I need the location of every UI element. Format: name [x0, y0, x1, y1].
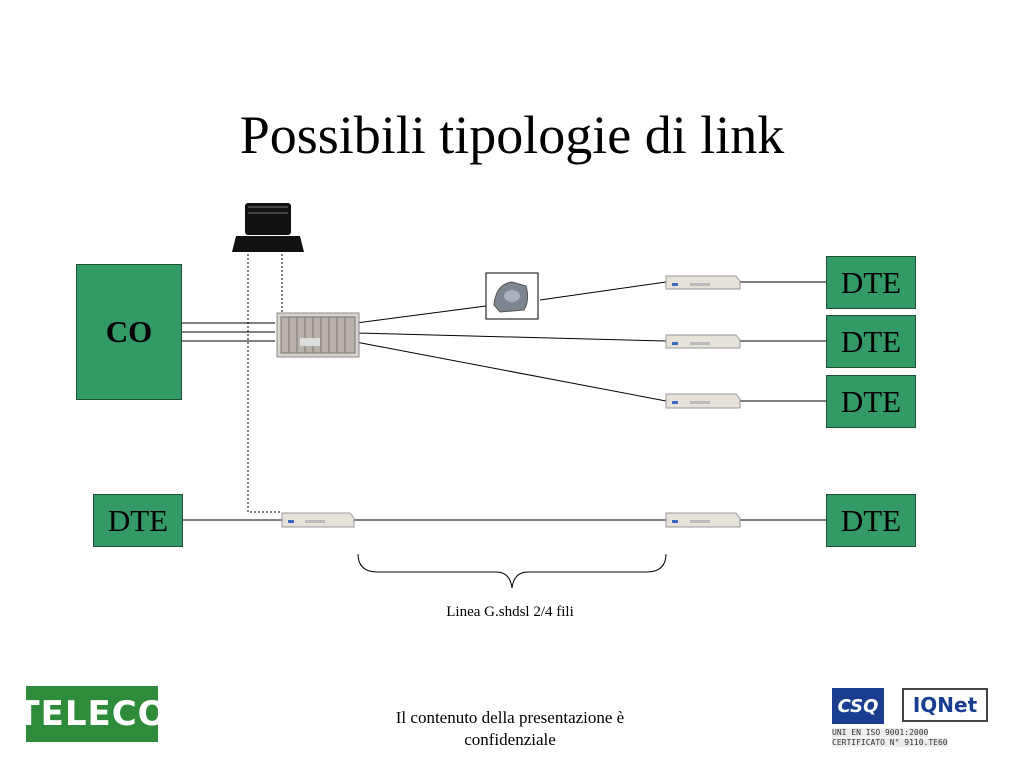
dte-box-right-1: DTE — [826, 256, 916, 309]
link-brace — [357, 553, 667, 589]
slide-title: Possibili tipologie di link — [239, 105, 785, 165]
modem-icon-4 — [665, 512, 741, 528]
dte-box-left: DTE — [93, 494, 183, 547]
access-device-icon — [485, 272, 539, 320]
dte-box-right-2: DTE — [826, 315, 916, 368]
modem-icon-1 — [665, 275, 741, 290]
co-dslam-lines — [182, 322, 275, 342]
modem-icon-3 — [665, 393, 741, 409]
terminal-icon — [232, 203, 304, 252]
certification-logo: CSQ IQNet UNI EN ISO 9001:2000 CERTIFICA… — [832, 686, 1004, 748]
modem-icon-5 — [281, 512, 355, 528]
footer-line-1: Il contenuto della presentazione è — [395, 708, 625, 727]
dte-box-right-3: DTE — [826, 375, 916, 428]
iqnet-logo: IQNet — [902, 688, 988, 722]
cert-standard-text: UNI EN ISO 9001:2000 — [832, 728, 929, 737]
footer-line-2: confidenziale — [464, 730, 556, 749]
modem-dte-links — [740, 281, 826, 521]
dslam-links — [355, 281, 667, 402]
teleco-logo: TELECO — [16, 686, 167, 742]
link-caption: Linea G.shdsl 2/4 fili — [446, 604, 574, 620]
management-dotted-lines — [247, 254, 283, 513]
modem-icon-2 — [665, 334, 741, 349]
dslam-rack-icon — [276, 312, 360, 358]
co-box: CO — [76, 264, 182, 400]
csq-logo: CSQ — [832, 688, 884, 724]
cert-number-text: CERTIFICATO N° 9110.TE60 — [832, 738, 948, 747]
dte-box-right-4: DTE — [826, 494, 916, 547]
teleco-logo-text: TELECO — [16, 694, 168, 734]
confidentiality-footer: Il contenuto della presentazione è confi… — [360, 707, 660, 751]
